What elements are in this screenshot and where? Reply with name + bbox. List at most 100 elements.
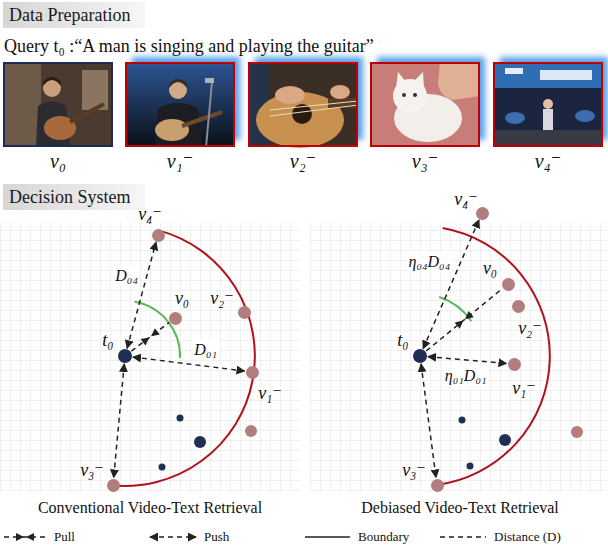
video-point: v₄⁻: [152, 229, 165, 242]
thumbnail-picture: [169, 79, 187, 88]
push-arrow: [423, 220, 479, 349]
push-arrow: [428, 357, 507, 364]
video-point: v₁⁻: [246, 366, 259, 379]
pull-line: [131, 323, 169, 352]
sample-point: [159, 464, 166, 471]
legend-sample: [150, 537, 196, 538]
thumbnail-picture: [330, 85, 350, 99]
distance-connector: [114, 364, 125, 478]
point-label: v₀: [50, 150, 66, 172]
video-point: v₁⁻: [508, 358, 521, 371]
pull-head: [455, 320, 464, 328]
thumbnail-picture: [413, 93, 417, 97]
section-header: Data Preparation: [3, 2, 145, 28]
point-label: v₁⁻: [258, 383, 282, 403]
distance-connector: [131, 323, 169, 352]
sample-point: [177, 415, 184, 422]
point-label: v₁⁻: [167, 150, 193, 172]
thumbnail-picture: [575, 110, 595, 122]
thumbnail-picture: [396, 72, 406, 88]
distance-connector: [127, 242, 156, 348]
pull-head: [26, 533, 34, 541]
grid-panel: [0, 222, 608, 492]
thumbnail-picture: [82, 70, 108, 110]
sample-point: [571, 426, 583, 438]
distance-label: D₀₄: [113, 266, 140, 286]
sample-point: [467, 463, 474, 470]
sample-point: [194, 436, 206, 448]
thumbnail-picture: [3, 62, 113, 147]
point-label: v₄⁻: [454, 189, 478, 209]
thumbnail-picture: [205, 78, 214, 83]
thumbnail-picture: [540, 70, 592, 80]
sample-point: [499, 434, 511, 446]
video-point: v₀: [502, 278, 515, 291]
thumbnail-picture: [370, 62, 480, 147]
point-label: v₀: [483, 258, 497, 278]
point-label: v₀: [175, 288, 189, 308]
video-point: v₂⁻: [238, 306, 251, 319]
thumbnail-picture: [493, 62, 603, 147]
thumbnail-picture: [43, 77, 61, 86]
thumbnail-picture: [438, 62, 480, 100]
legend-text: Boundary: [358, 529, 409, 545]
thumbnail-picture: [414, 72, 424, 88]
point-label: t₀: [102, 330, 113, 350]
legend-text: Push: [204, 529, 229, 545]
panel-caption: Debiased Video-Text Retrieval: [361, 499, 559, 517]
query-text: Query t₀ :“A man is singing and playing …: [4, 36, 374, 57]
pull-head: [141, 337, 150, 345]
angle-arc: [135, 302, 180, 358]
thumbnail-picture: [206, 82, 212, 147]
video-point: v₀: [169, 312, 182, 325]
pull-head: [465, 311, 474, 319]
push-arrow: [114, 364, 125, 478]
video-thumbnail: v₁⁻: [125, 62, 235, 147]
point-label: v₃⁻: [80, 460, 104, 480]
thumbnail-picture: [155, 119, 189, 141]
video-point: v₃⁻: [107, 479, 120, 492]
panel-caption: Conventional Video-Text Retrieval: [38, 499, 262, 517]
section-header: Decision System: [3, 184, 145, 210]
section-heading: Decision System: [3, 184, 131, 210]
sample-point: [459, 417, 466, 424]
legend-sample: [305, 537, 350, 538]
pull-head: [16, 533, 24, 541]
distance-connector: [423, 220, 479, 349]
thumbnail-picture: [125, 62, 235, 147]
point-label: v₁⁻: [512, 378, 536, 398]
grid-panel: [310, 222, 608, 492]
boundary-arc: [109, 228, 550, 486]
point-label: v₄⁻: [138, 204, 162, 224]
video-point: v₃⁻: [431, 479, 444, 492]
boundary-arc: [436, 228, 550, 485]
distance-connector: [428, 357, 507, 364]
point-label: v₂⁻: [210, 288, 234, 308]
distance-connector: [133, 357, 245, 371]
thumbnail-picture: [493, 130, 603, 147]
legend-text: Pull: [54, 529, 75, 545]
pull-sample: [4, 536, 46, 538]
thumbnail-picture: [155, 103, 202, 147]
thumbnail-picture: [543, 99, 553, 109]
video-point: v₄⁻: [476, 207, 489, 220]
thumbnail-picture: [370, 62, 480, 147]
distance-label: D₀₁: [192, 340, 219, 360]
thumbnail-picture: [248, 62, 358, 147]
point-label: v₂⁻: [518, 318, 542, 338]
push-arrow: [133, 357, 245, 371]
push-arrow: [127, 242, 156, 348]
thumbnail-picture: [248, 62, 358, 148]
thumbnail-picture: [402, 93, 406, 97]
push-sample: [150, 536, 196, 538]
thumbnail-picture: [505, 68, 523, 74]
distance-label: η₀₁D₀₁: [443, 366, 489, 386]
section-heading: Data Preparation: [3, 2, 130, 28]
point-label: t₀: [397, 330, 408, 350]
solid-sample: [305, 536, 350, 538]
point-label: v₃⁻: [402, 460, 426, 480]
video-thumbnail: v₂⁻: [248, 62, 358, 147]
video-thumbnail: v₀: [3, 62, 113, 147]
